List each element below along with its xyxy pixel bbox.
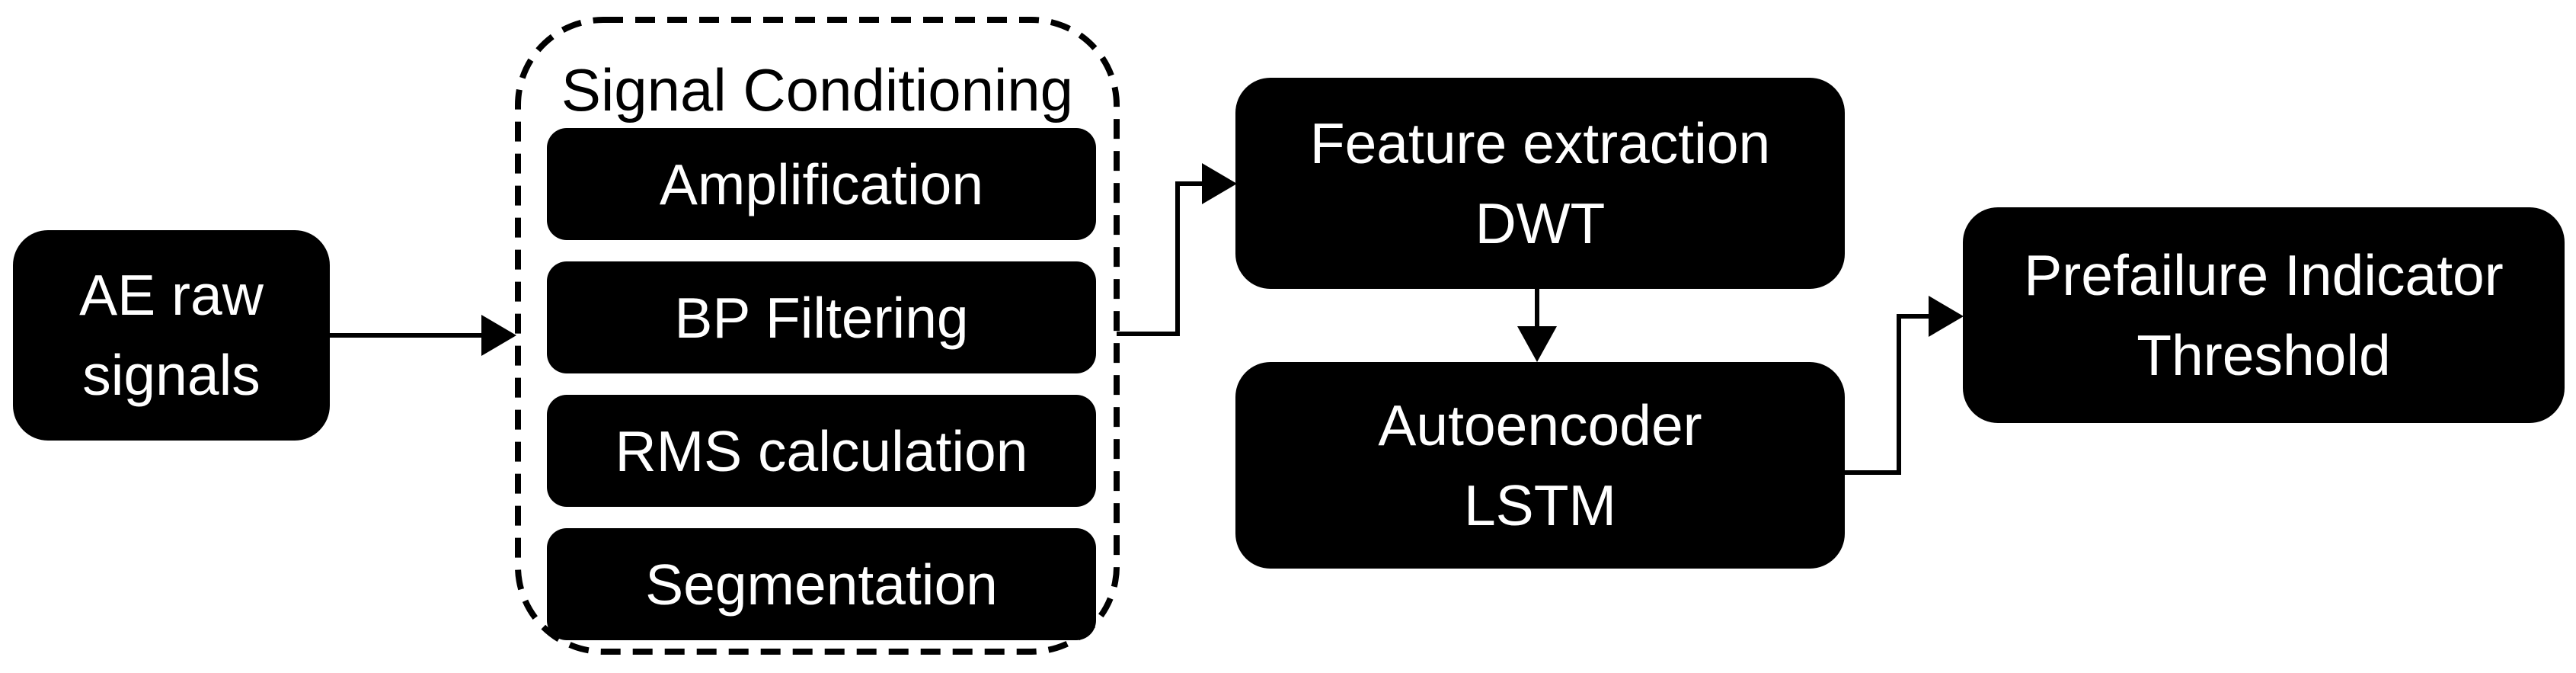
- step-bp-filtering-label: BP Filtering: [674, 285, 969, 350]
- step-rms-calculation: RMS calculation: [547, 395, 1096, 507]
- node-feature-extraction-dwt-label: Feature extraction DWT: [1309, 111, 1771, 255]
- arrowhead-ae-to-conditioning-icon: [481, 315, 516, 356]
- step-rms-calculation-label: RMS calculation: [615, 418, 1028, 483]
- node-autoencoder-lstm-label: Autoencoder LSTM: [1378, 393, 1702, 537]
- step-segmentation: Segmentation: [547, 528, 1096, 640]
- connector-conditioning-to-feature: [1117, 181, 1203, 336]
- step-segmentation-label: Segmentation: [645, 552, 998, 617]
- arrowhead-autoencoder-to-prefailure-icon: [1929, 296, 1964, 337]
- step-bp-filtering: BP Filtering: [547, 261, 1096, 373]
- arrowhead-feature-to-autoencoder-icon: [1517, 326, 1557, 362]
- node-ae-raw-signals-label: AE raw signals: [79, 263, 264, 407]
- node-prefailure-indicator-threshold-label: Prefailure Indicator Threshold: [2024, 242, 2504, 387]
- arrowhead-conditioning-to-feature-icon: [1202, 163, 1237, 204]
- node-feature-extraction-dwt: Feature extraction DWT: [1235, 78, 1845, 289]
- step-amplification-label: Amplification: [659, 152, 984, 216]
- node-prefailure-indicator-threshold: Prefailure Indicator Threshold: [1963, 207, 2565, 423]
- connector-autoencoder-to-prefailure: [1845, 314, 1930, 475]
- signal-conditioning-group-title: Signal Conditioning: [561, 56, 1074, 123]
- step-amplification: Amplification: [547, 128, 1096, 240]
- node-ae-raw-signals: AE raw signals: [13, 230, 330, 441]
- node-autoencoder-lstm: Autoencoder LSTM: [1235, 362, 1845, 569]
